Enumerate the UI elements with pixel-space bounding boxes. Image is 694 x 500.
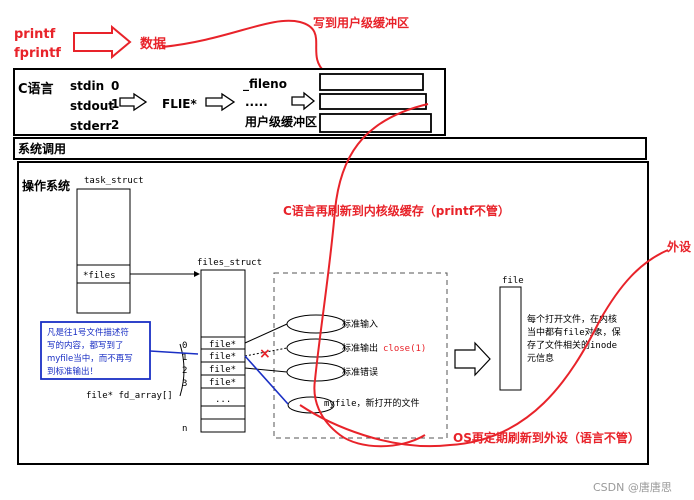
- fd-index-n: n: [182, 424, 187, 434]
- ellipse-stdout: [286, 338, 346, 358]
- cross-mark: ×: [259, 346, 271, 362]
- fd-index-2: 2: [182, 366, 187, 376]
- fd1-label: 1: [111, 97, 119, 111]
- ellipsis-label: .....: [245, 95, 268, 109]
- stderr-object-label: 标准错误: [342, 366, 378, 378]
- arrow-to-data: [73, 24, 132, 60]
- file-desc-line-3: 存了文件相关的inode: [527, 339, 617, 351]
- fd1-redirect-pointer: [244, 355, 289, 405]
- buffer-box-1: [319, 73, 424, 91]
- fd-entry-2: file*: [209, 365, 236, 375]
- fd-entry-0: file*: [209, 340, 236, 350]
- blue-note-line-1: 凡是往1号文件描述符: [47, 327, 129, 338]
- arrow-to-ellipsis: [205, 92, 236, 112]
- os-title: 操作系统: [22, 178, 70, 193]
- blue-note-pointer: [149, 350, 199, 355]
- stderr-label: stderr: [70, 119, 112, 133]
- fd1-old-pointer: [244, 347, 288, 357]
- fd-index-1: 1: [182, 353, 187, 363]
- stdin-object-label: 标准输入: [342, 318, 378, 330]
- arrow-to-file-object: [454, 341, 491, 377]
- fd2-label: 2: [111, 118, 119, 132]
- file-desc-line-4: 元信息: [527, 352, 554, 364]
- c-language-title: C语言: [18, 81, 54, 97]
- fd-index-3: 3: [182, 379, 187, 389]
- file-objects-region: [273, 272, 448, 439]
- syscall-box: [13, 137, 647, 160]
- curve-data-to-buffer: [161, 19, 326, 73]
- arrow-to-file-ptr: [119, 92, 148, 112]
- task-struct-box: [76, 188, 131, 314]
- fd0-label: 0: [111, 79, 119, 93]
- fileno-label: _fileno: [243, 77, 287, 92]
- stdout-object-label: 标准输出: [342, 342, 378, 354]
- peripheral-label: 外设: [667, 239, 692, 254]
- curve-kernel-to-peripheral: [299, 249, 669, 448]
- blue-note-line-4: 到标准输出！: [47, 366, 98, 377]
- fd-array-label: file* fd_array[]: [86, 391, 173, 401]
- fd-index-0: 0: [182, 341, 187, 351]
- file-ptr-label: FLIE*: [162, 97, 198, 111]
- fd2-pointer: [244, 367, 288, 373]
- user-buffer-label: 用户级缓冲区: [244, 114, 317, 129]
- file-label: file: [502, 276, 524, 286]
- fprintf-label: fprintf: [14, 46, 61, 61]
- blue-note-box: [40, 321, 151, 380]
- task-struct-label: task_struct: [84, 176, 144, 186]
- buffer-box-2: [319, 93, 427, 110]
- write-user-buffer-label: 写到用户级缓冲区: [313, 15, 409, 30]
- buffer-box-3: [319, 113, 432, 133]
- file-desc-line-2: 当中都有file对象，保: [527, 326, 621, 338]
- close-1-label: close(1): [383, 344, 426, 354]
- arrow-to-buffer: [291, 91, 316, 111]
- blue-note-line-3: myfile当中，而不再写: [47, 353, 133, 364]
- fd-entry-3: file*: [209, 378, 236, 388]
- fd-array-brace: [179, 343, 185, 397]
- blue-note-line-2: 写的内容，都写到了: [47, 340, 124, 351]
- curve-buffer-to-kernel: [313, 103, 429, 448]
- files-struct-label: files_struct: [197, 258, 262, 268]
- myfile-object-label: myfile，新打开的文件: [324, 397, 420, 409]
- printf-label: printf: [14, 27, 56, 42]
- stdin-label: stdin: [70, 79, 104, 93]
- files-struct-box: [200, 269, 246, 433]
- stdout-label: stdout: [70, 99, 114, 113]
- watermark: CSDN @唐唐思: [593, 480, 672, 494]
- data-label: 数据: [140, 36, 166, 52]
- file-object-box: [499, 286, 522, 391]
- fd0-pointer: [244, 323, 288, 344]
- files-field-label: *files: [83, 271, 116, 281]
- file-desc-line-1: 每个打开文件，在内核: [527, 313, 617, 325]
- fd-entry-1: file*: [209, 352, 236, 362]
- os-flush-label: OS再定期刷新到外设（语言不管）: [453, 430, 640, 445]
- files-pointer-arrowhead: [194, 271, 200, 277]
- syscall-title: 系统调用: [18, 141, 66, 156]
- ellipse-stdin: [286, 314, 346, 334]
- fd-entry-ellipsis: ...: [215, 395, 231, 405]
- c-flush-kernel-label: C语言再刷新到内核级缓存（printf不管）: [283, 203, 510, 218]
